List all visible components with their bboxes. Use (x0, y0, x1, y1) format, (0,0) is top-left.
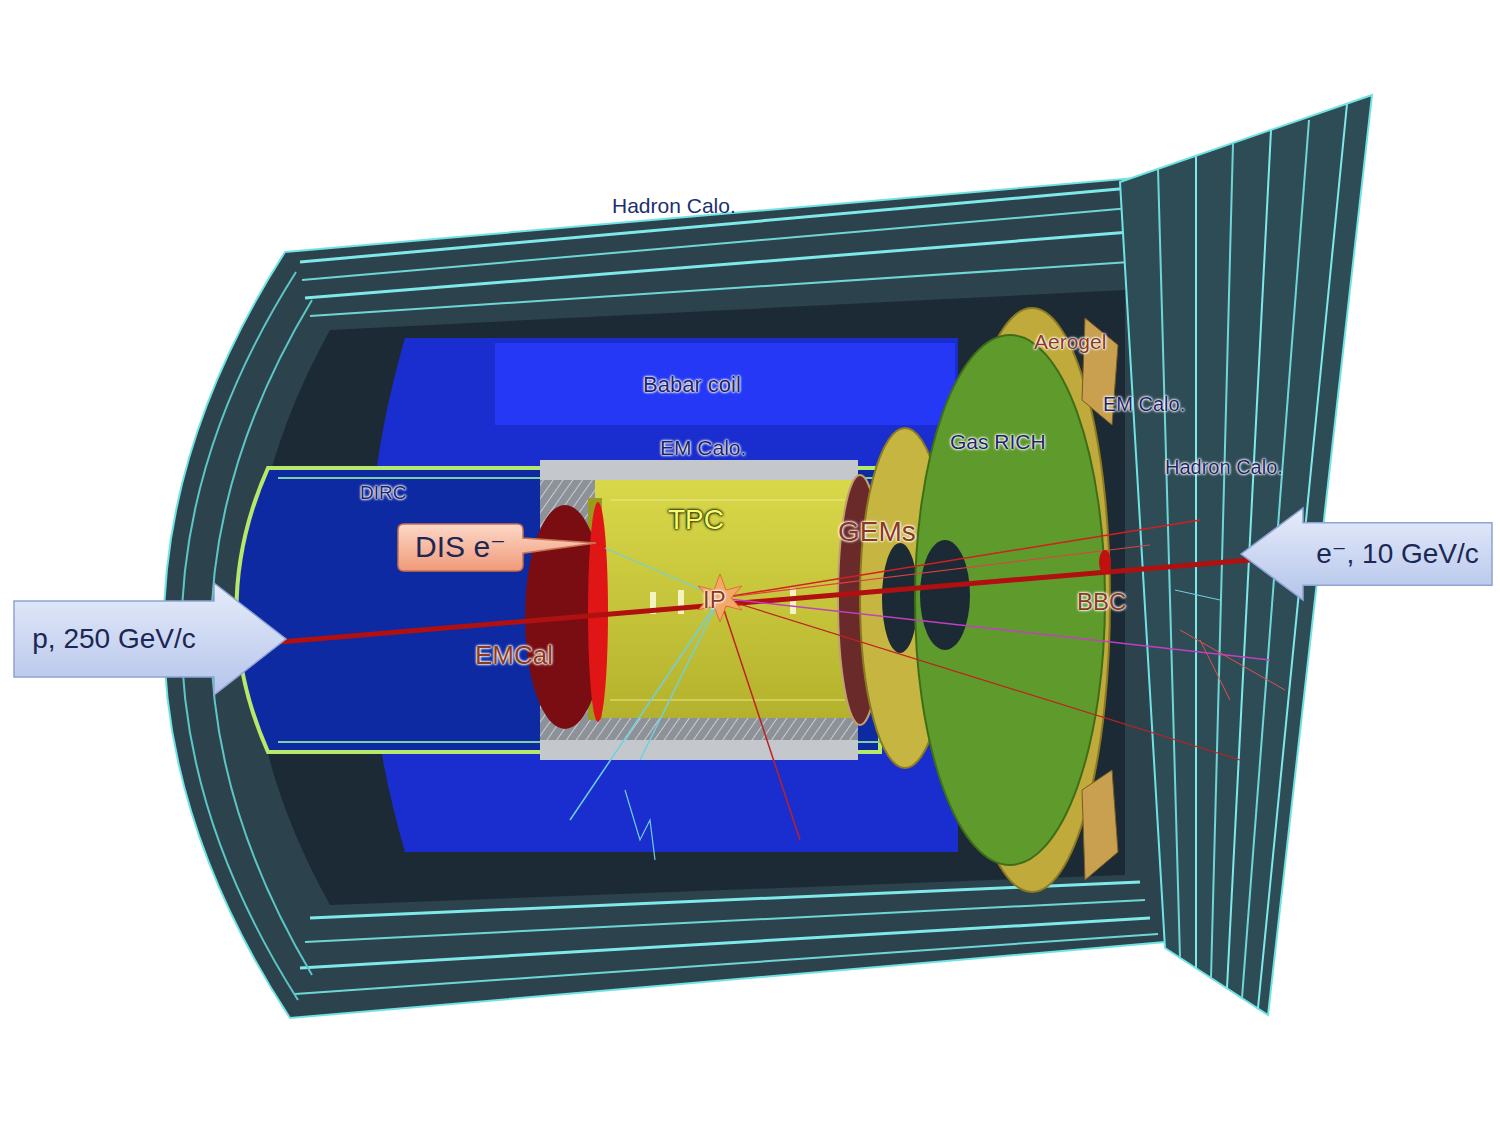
beam-and-tracks (280, 520, 1285, 860)
emcal-label: EMCal (475, 641, 553, 671)
arrow-shape (14, 583, 286, 695)
aerogel-label: Aerogel (1034, 330, 1106, 354)
callout-shape (398, 524, 596, 571)
beam-and-tracks (720, 520, 1200, 598)
dirc-tube (237, 468, 881, 752)
beam-arrow: e⁻, 10 GeV/c (1241, 508, 1492, 600)
bbc-label: BBC (1077, 588, 1126, 616)
beam-and-tracks (1099, 550, 1111, 574)
gas-rich (915, 335, 1105, 865)
outer-hadron-calorimeter (300, 188, 1130, 262)
arrow-shape (1241, 508, 1492, 600)
outer-hadron-calorimeter (305, 232, 1130, 298)
tpc-cylinder (588, 480, 872, 720)
calorimeter-label: EM Calo. (660, 436, 746, 460)
outer-hadron-calorimeter (295, 934, 1158, 994)
backward-emcal (588, 502, 608, 722)
beam-and-tracks (698, 574, 742, 622)
beam-and-tracks (1200, 640, 1230, 700)
gem-label: GEMs (838, 516, 916, 548)
coil-label: Babar coil (643, 372, 741, 397)
calorimeter-label: Hadron Calo. (1165, 456, 1283, 479)
aerogel-segments (1082, 770, 1118, 880)
beam-and-tracks (625, 790, 655, 860)
beam-and-tracks (640, 598, 720, 760)
outer-hadron-calorimeter (305, 900, 1145, 942)
barrel-em-calorimeter (540, 460, 858, 480)
calorimeter-label: Hadron Calo. (612, 194, 736, 218)
beam-and-tracks (720, 598, 1240, 760)
node-text: DIS e⁻ (415, 530, 506, 565)
dirc-tube (237, 468, 881, 752)
beam-and-tracks (1180, 630, 1285, 690)
gem-trackers (882, 543, 918, 653)
ip-label: IP (703, 586, 726, 614)
beam-and-tracks (1175, 590, 1220, 600)
dirc-label: DIRC (360, 482, 406, 504)
beam-arrow: p, 250 GeV/c (14, 583, 286, 695)
rich-label: Gas RICH (950, 430, 1046, 454)
node-text: p, 250 GeV/c (32, 623, 195, 655)
gas-rich (920, 540, 970, 650)
tpc-cylinder (610, 500, 845, 501)
beam-and-tracks (570, 598, 720, 820)
node-text: e⁻, 10 GeV/c (1316, 538, 1479, 570)
solenoid-region (495, 343, 955, 425)
tpc-label: TPC (668, 504, 724, 536)
callout-box: DIS e⁻ (398, 524, 523, 571)
tpc-cylinder (610, 700, 845, 701)
beam-and-tracks (720, 598, 800, 840)
calorimeter-label: EM Calo. (1103, 393, 1185, 416)
outer-hadron-calorimeter (164, 178, 1165, 1018)
beam-and-tracks (720, 598, 1270, 660)
outer-hadron-calorimeter (164, 178, 1165, 1018)
barrel-em-calorimeter (540, 740, 858, 760)
endcap-hadron-calorimeter (1158, 169, 1180, 958)
dirc-tube (278, 478, 880, 742)
